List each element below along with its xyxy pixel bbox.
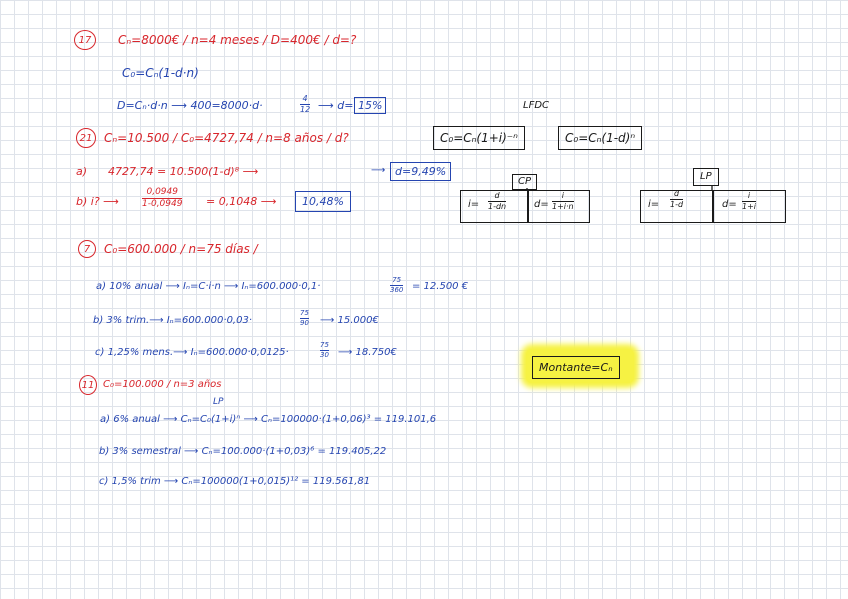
discount-formula-box: C₀=Cₙ(1-d)ⁿ xyxy=(558,126,643,150)
cp-d-box xyxy=(528,190,590,223)
lp-i-label: i= xyxy=(648,199,660,210)
lp-d-label: d= xyxy=(722,199,737,210)
p11-given: C₀=100.000 / n=3 años xyxy=(103,379,222,390)
p7-a: a) 10% anual ⟶ Iₙ=C·i·n ⟶ Iₙ=600.000·0,1… xyxy=(96,281,321,292)
p21-a-result-box: d=9,49% xyxy=(390,162,452,181)
p17-calc-arrow: ⟶ d= xyxy=(318,99,354,112)
montante-box: Montante=Cₙ xyxy=(532,356,620,379)
p21-b-label: b) i? ⟶ xyxy=(76,195,119,208)
p21-a-calc: 4727,74 = 10.500(1-d)⁸ ⟶ xyxy=(108,165,259,178)
p21-b-result-box: 10,48% xyxy=(295,191,351,212)
p11-lp-label: LP xyxy=(213,397,224,407)
lp-i-box xyxy=(640,190,713,223)
formulas-heading: LFDC xyxy=(523,100,550,111)
montante-highlight xyxy=(526,349,634,383)
problem-number-11: 11 xyxy=(79,375,97,395)
p7-b-result: ⟶ 15.000€ xyxy=(320,315,379,326)
p11-a: a) 6% anual ⟶ Cₙ=C₀(1+i)ⁿ ⟶ Cₙ=100000·(1… xyxy=(100,414,437,425)
p17-result-box: 15% xyxy=(354,97,387,114)
problem-number-21: 21 xyxy=(76,128,96,148)
p21-b-eq: = 0,1048 ⟶ xyxy=(206,195,277,208)
lp-label: LP xyxy=(693,168,719,186)
problem-number-7: 7 xyxy=(78,240,96,258)
cp-i-label: i= xyxy=(468,199,480,210)
p7-a-result: = 12.500 € xyxy=(412,281,469,292)
p17-formula: C₀=Cₙ(1-d·n) xyxy=(122,66,199,80)
p11-c: c) 1,5% trim ⟶ Cₙ=100000(1+0,015)¹² = 11… xyxy=(99,476,371,487)
p21-given: Cₙ=10.500 / C₀=4727,74 / n=8 años / d? xyxy=(104,131,349,145)
cp-d-label: d= xyxy=(534,199,549,210)
cp-label: CP xyxy=(512,174,538,190)
lp-d-box xyxy=(713,190,786,223)
p7-c-result: ⟶ 18.750€ xyxy=(338,347,397,358)
cp-i-box xyxy=(460,190,528,223)
p7-c: c) 1,25% mens.⟶ Iₙ=600.000·0,0125· xyxy=(95,347,289,358)
p17-given: Cₙ=8000€ / n=4 meses / D=400€ / d=? xyxy=(118,33,357,47)
p21-a-arrow: ⟶ xyxy=(371,165,386,176)
p11-b: b) 3% semestral ⟶ Cₙ=100.000·(1+0,03)⁶ =… xyxy=(99,446,387,457)
problem-number-17: 17 xyxy=(74,30,96,50)
compound-formula-box: C₀=Cₙ(1+i)⁻ⁿ xyxy=(433,126,525,150)
p7-given: C₀=600.000 / n=75 días / xyxy=(104,242,258,256)
p7-b: b) 3% trim.⟶ Iₙ=600.000·0,03· xyxy=(93,315,253,326)
p21-a-label: a) xyxy=(76,165,88,178)
p17-calc: D=Cₙ·d·n ⟶ 400=8000·d· xyxy=(117,99,263,112)
